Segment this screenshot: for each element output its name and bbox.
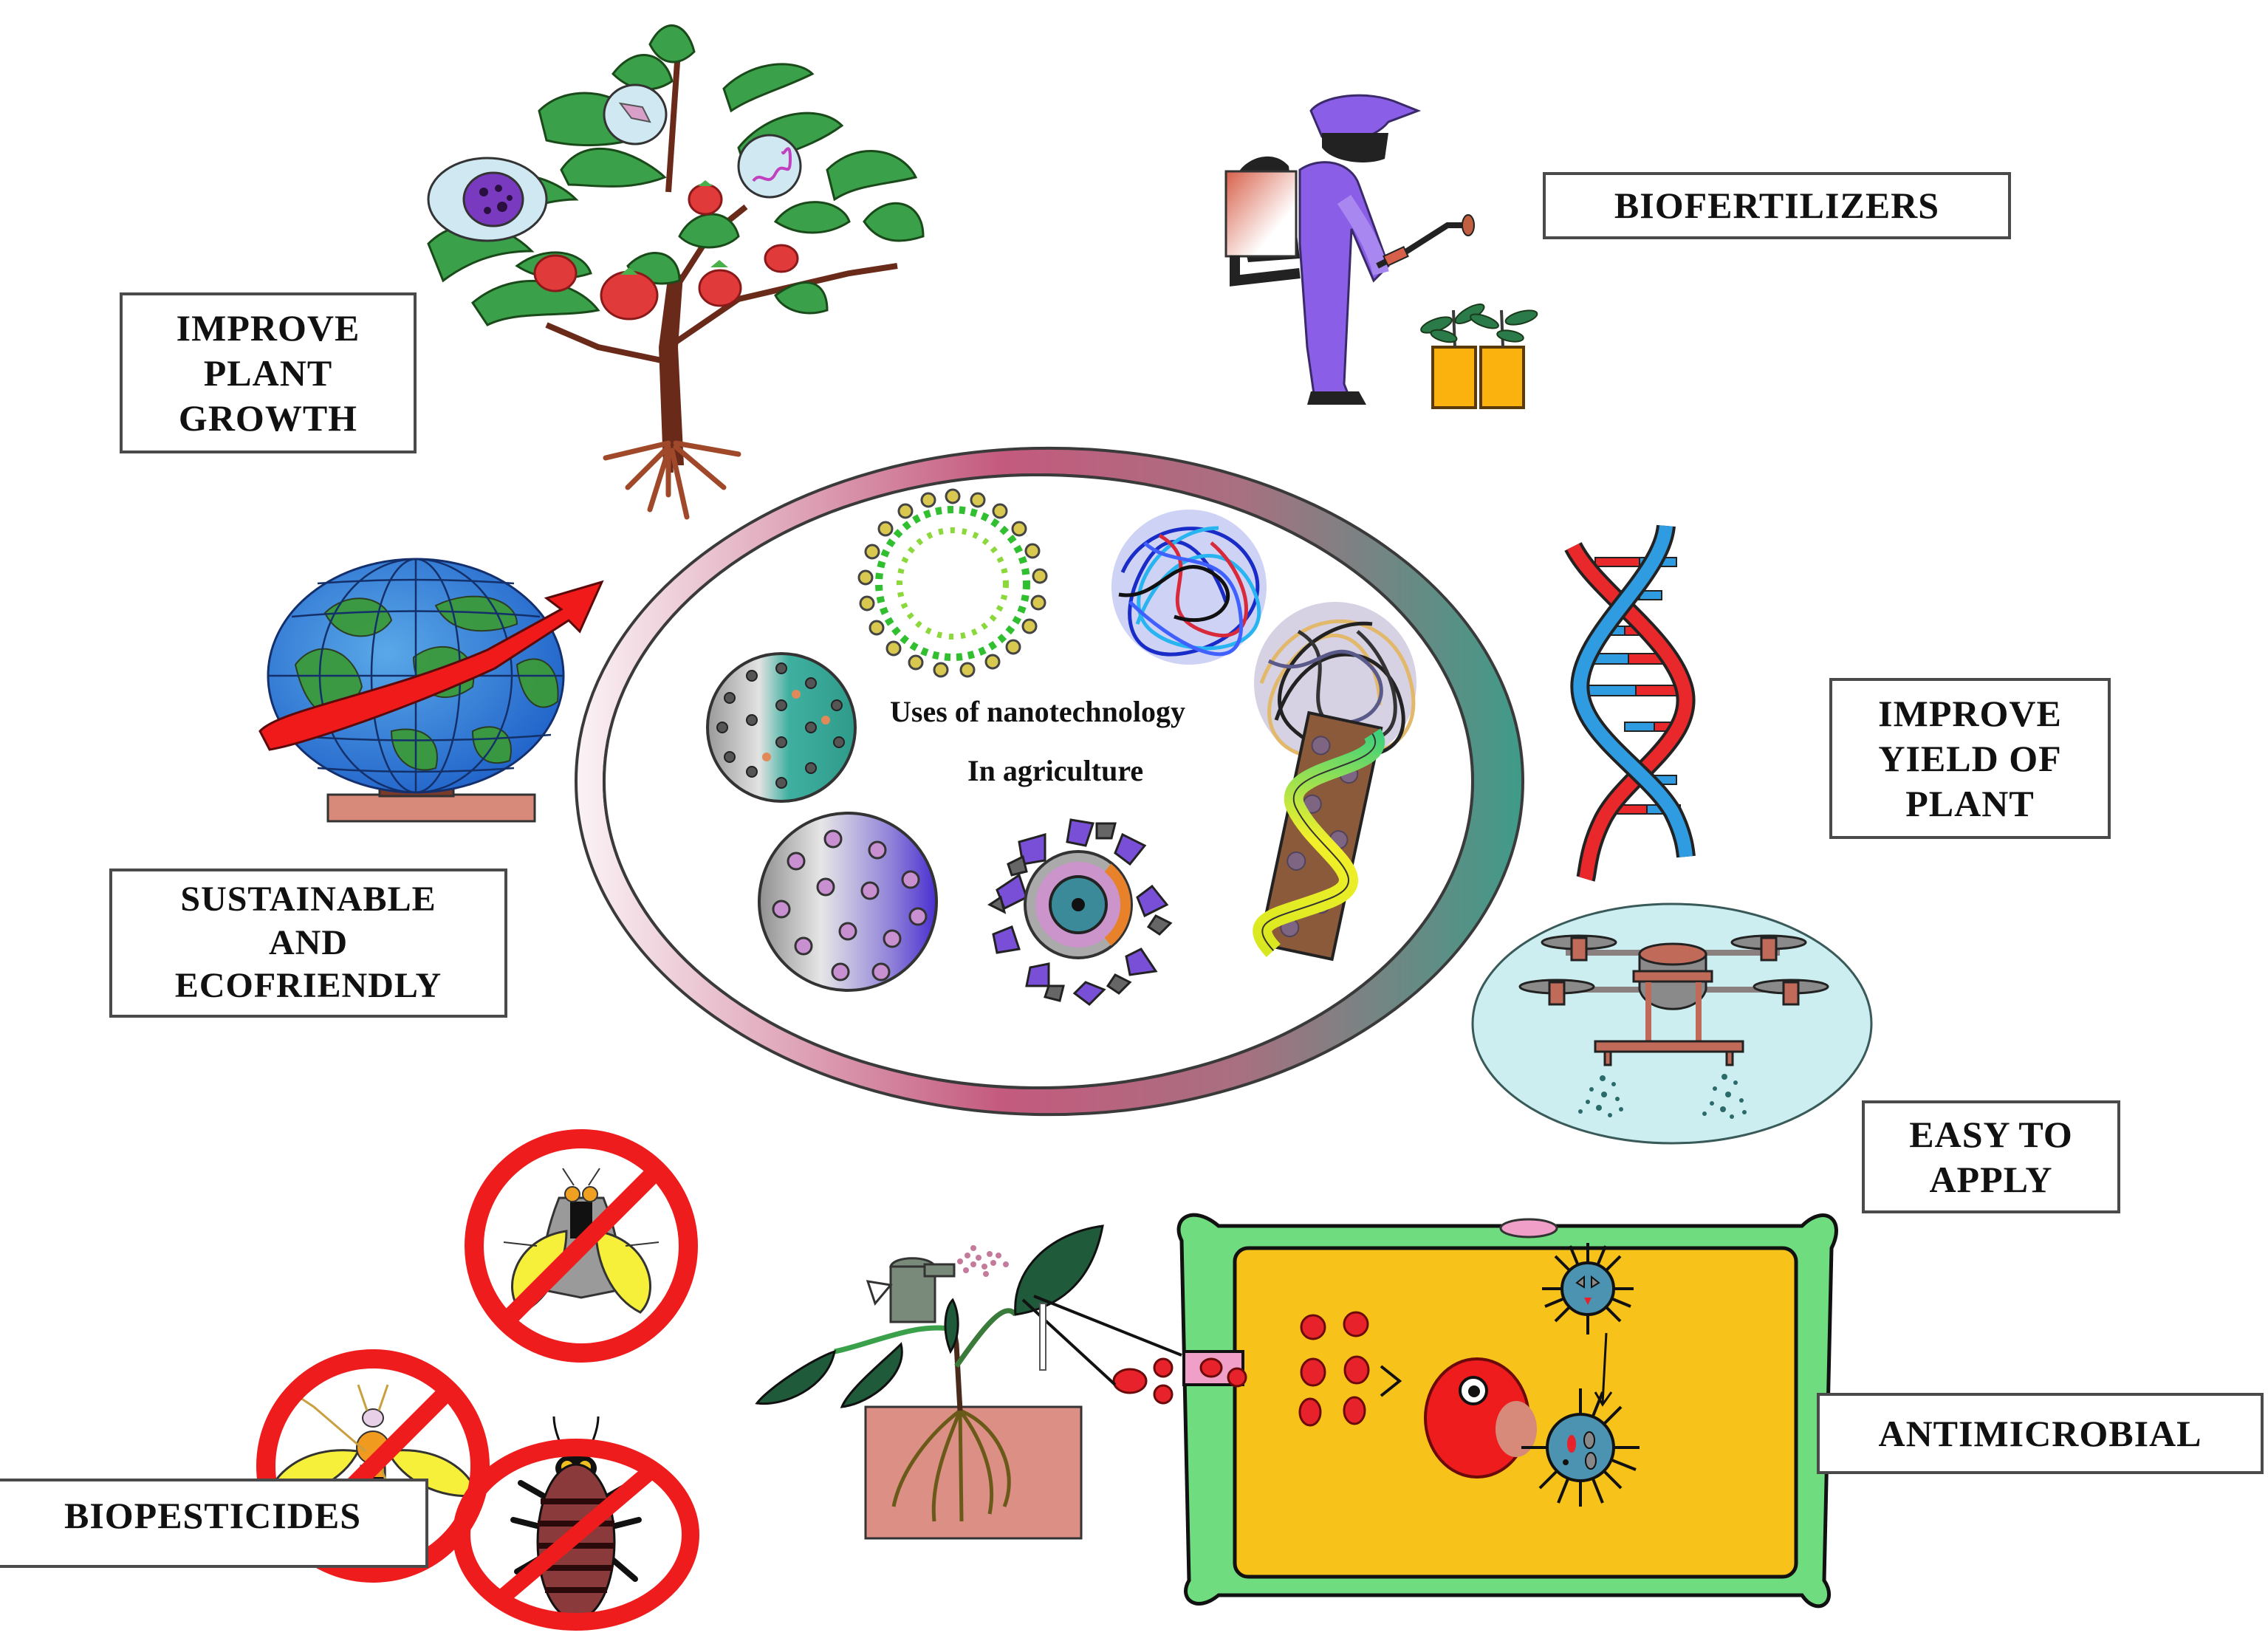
drone-illustration <box>1471 902 1873 1145</box>
fibrous-nanoparticle-icon <box>1254 602 1416 764</box>
virus-icon <box>1542 1243 1634 1335</box>
virus-attacked-icon <box>1521 1388 1640 1507</box>
liposome-nanoparticle-icon <box>857 488 1048 678</box>
tomato-plant-illustration <box>427 24 925 520</box>
framework-nanoparticle-icon <box>987 818 1173 1006</box>
label-line: EASY TO <box>1909 1113 2073 1155</box>
label-line: IMPROVE <box>176 306 360 349</box>
farmer-sprayer-illustration <box>1224 94 1538 409</box>
label-line: AND <box>268 922 348 962</box>
label-line: YIELD OF <box>1878 737 2062 779</box>
label-antimicrobial: ANTIMICROBIAL <box>1817 1393 2264 1474</box>
teal-sphere-nanoparticle-icon <box>706 652 857 803</box>
label-improve-plant-growth: IMPROVE PLANT GROWTH <box>120 292 417 453</box>
center-title-line2: In agriculture <box>967 754 1144 787</box>
label-line: BIOPESTICIDES <box>64 1495 362 1536</box>
label-line: APPLY <box>1929 1158 2053 1200</box>
label-line: ECOFRIENDLY <box>174 966 442 1006</box>
plant-cell-illustration <box>1112 1213 1838 1609</box>
label-biopesticides: BIOPESTICIDES <box>0 1479 428 1568</box>
nanoparticle-inset-left <box>427 157 548 242</box>
label-sustainable-ecofriendly: SUSTAINABLE AND ECOFRIENDLY <box>109 869 507 1018</box>
rising-arrow-icon <box>258 580 604 751</box>
label-improve-yield: IMPROVE YIELD OF PLANT <box>1829 678 2111 839</box>
label-line: IMPROVE <box>1878 692 2062 734</box>
globe-illustration <box>258 558 604 823</box>
label-line: GROWTH <box>178 397 358 439</box>
polymer-nanoparticle-icon <box>1111 510 1267 665</box>
label-line: PLANT <box>203 352 333 394</box>
cockroach-no-sign-icon <box>453 1416 699 1631</box>
label-line: ANTIMICROBIAL <box>1878 1412 2202 1454</box>
label-line: SUSTAINABLE <box>180 880 436 919</box>
label-line: PLANT <box>1905 782 2035 824</box>
nanoparticle-inset-top <box>603 83 668 145</box>
fly-no-sign-icon <box>465 1129 698 1363</box>
nanotube-nanoparticle-icon <box>1253 710 1385 962</box>
label-biofertilizers: BIOFERTILIZERS <box>1543 172 2011 239</box>
purple-sphere-nanoparticle-icon <box>758 812 938 992</box>
seedling-illustration <box>755 1224 1182 1540</box>
dna-helix-illustration <box>1564 524 1696 882</box>
label-easy-to-apply: EASY TO APPLY <box>1862 1100 2120 1213</box>
label-line: BIOFERTILIZERS <box>1614 185 1940 226</box>
nanoparticle-inset-right <box>737 134 802 199</box>
center-title-line1: Uses of nanotechnology <box>890 695 1186 728</box>
